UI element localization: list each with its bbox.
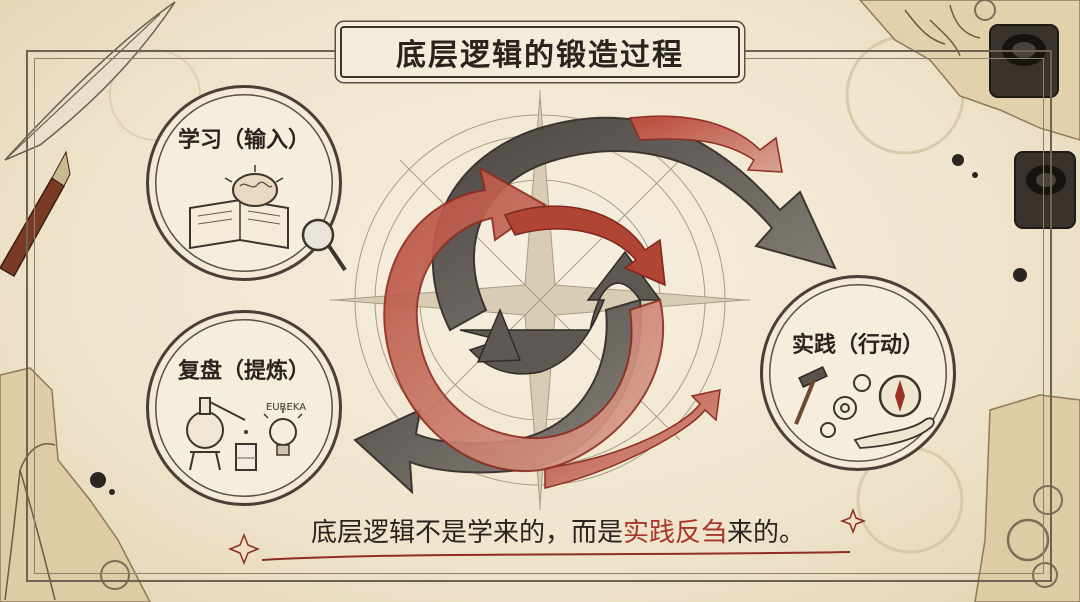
eureka-label: EUREKA — [266, 402, 306, 413]
motto-underline — [261, 551, 851, 561]
motto-part1: 底层逻辑不是学来的，而是 — [310, 518, 623, 548]
magnifier-icon — [301, 218, 347, 272]
torn-paper-bottom-right — [974, 394, 1080, 602]
motto-part2: 来的。 — [727, 518, 806, 548]
title-banner: 底层逻辑的锻造过程 — [340, 26, 740, 78]
gear-icon — [820, 374, 871, 438]
node-review-label: 复盘（提炼） — [177, 359, 310, 384]
torn-paper-bottom-left — [0, 367, 151, 602]
motto: 底层逻辑不是学来的，而是实践反刍来的。 — [258, 512, 858, 552]
node-learn-label: 学习（输入） — [177, 128, 310, 153]
lightbulb-icon — [263, 408, 303, 456]
compass-in-hand-icon — [853, 374, 935, 449]
hammer-icon — [794, 365, 828, 425]
gear-icon — [1006, 518, 1050, 562]
fountain-pen-icon — [0, 150, 71, 278]
arrow-inner-grey — [459, 250, 662, 375]
gear-icon — [974, 0, 996, 21]
ink-splat — [109, 489, 115, 495]
gear-icon — [1032, 562, 1058, 588]
motto-highlight: 实践反刍 — [622, 518, 727, 548]
sparkle-icon — [839, 507, 867, 535]
brain-icon — [224, 165, 284, 207]
ink-splat — [90, 472, 106, 488]
gear-icon — [100, 560, 130, 590]
node-review — [146, 310, 342, 506]
distillation-flask-icon — [186, 397, 246, 471]
ink-splat — [972, 172, 978, 178]
ink-splat — [952, 154, 964, 166]
node-practice-label: 实践（行动） — [791, 333, 924, 358]
arrow-red-inner — [383, 166, 666, 473]
quill-icon — [4, 1, 176, 161]
beaker-icon — [235, 430, 257, 471]
tree-sketch — [904, 4, 981, 57]
arrow-red-outer — [544, 115, 783, 489]
sparkle-icon — [227, 532, 261, 566]
gear-icon — [1033, 485, 1063, 515]
ink-splat — [1013, 268, 1027, 282]
page-title: 底层逻辑的锻造过程 — [396, 38, 684, 73]
